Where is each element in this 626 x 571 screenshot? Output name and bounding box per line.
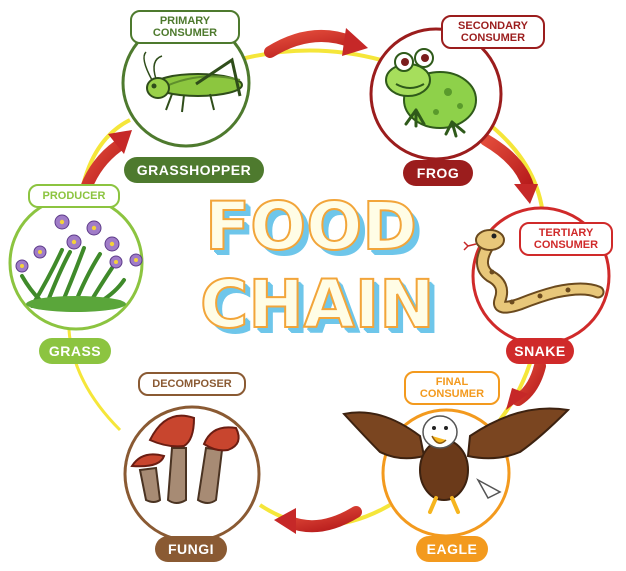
arrow-snake-to-eagle	[506, 360, 546, 410]
snake-name-label: SNAKE	[506, 338, 574, 364]
fungi-role-label: DECOMPOSER	[138, 372, 246, 396]
frog-name-label: FROG	[403, 160, 473, 186]
title-line-1: FOOD	[204, 188, 418, 265]
grasshopper-name-label: GRASSHOPPER	[124, 157, 264, 183]
eagle-role-label: FINAL CONSUMER	[404, 371, 500, 405]
arrow-grasshopper-to-frog	[264, 28, 368, 58]
mushroom-icon	[130, 414, 240, 504]
grasshopper-icon	[143, 51, 243, 113]
grass-role-label: PRODUCER	[28, 184, 120, 208]
title-line-2: CHAIN	[199, 266, 436, 343]
arrow-frog-to-snake	[480, 134, 538, 204]
snake-icon	[463, 229, 605, 314]
grass-name-label: GRASS	[39, 338, 111, 364]
arrow-grass-to-grasshopper	[80, 130, 132, 194]
grasshopper-role-label: PRIMARY CONSUMER	[130, 10, 240, 44]
flower-grass-icon	[15, 214, 143, 312]
frog-icon	[385, 48, 477, 138]
eagle-name-label: EAGLE	[416, 536, 488, 562]
frog-role-label: SECONDARY CONSUMER	[441, 15, 545, 49]
snake-role-label: TERTIARY CONSUMER	[519, 222, 613, 256]
eagle-icon	[342, 407, 571, 514]
fungi-name-label: FUNGI	[155, 536, 227, 562]
arrow-eagle-to-fungi	[274, 506, 362, 534]
